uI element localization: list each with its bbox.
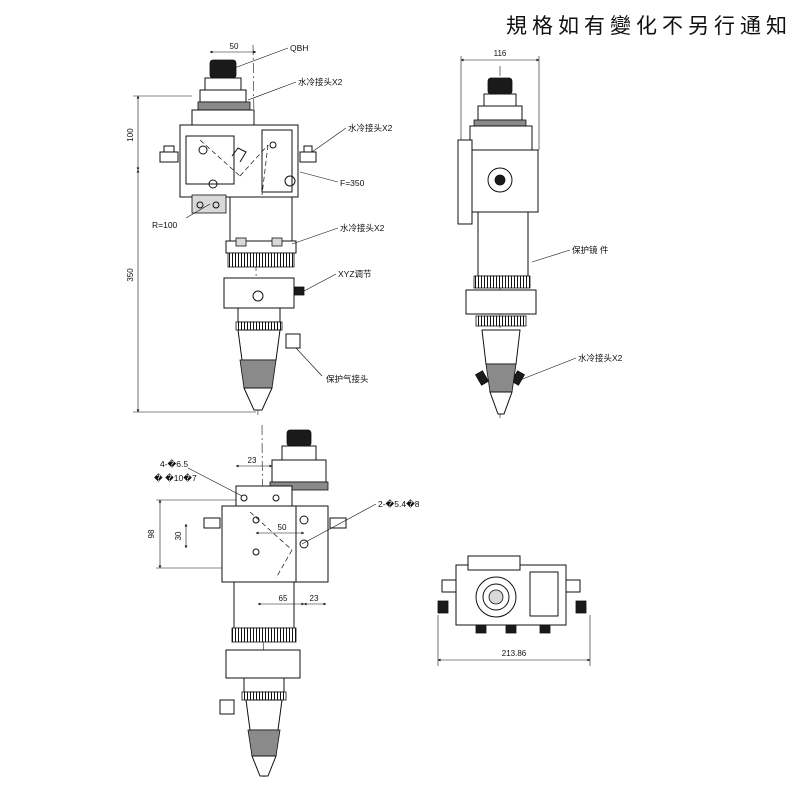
dim-98: 98 [147, 529, 156, 538]
label-water-1: 水冷接头X2 [298, 77, 343, 87]
spec-change-notice: 規格如有變化不另行通知 [506, 14, 792, 38]
dim-50-mount: 50 [278, 523, 287, 532]
label-qbh: QBH [290, 43, 308, 53]
label-radius: R=100 [152, 220, 178, 230]
mount-view: 23 98 30 50 65 23 4-�6.5 � �10�7 2-�5.4�… [147, 424, 420, 781]
bottom-view: 213.86 [437, 555, 591, 666]
dim-30: 30 [174, 531, 183, 540]
label-holes-b: � �10�7 [154, 472, 197, 483]
label-water-3: 水冷接头X2 [340, 223, 385, 233]
label-water-side: 水冷接头X2 [578, 353, 623, 363]
label-gas: 保护气接头 [326, 374, 369, 384]
label-holes-c: 2-�5.4�8 [378, 498, 420, 509]
dim-65: 65 [279, 594, 288, 603]
dim-23-bottom: 23 [310, 594, 319, 603]
label-xyz: XYZ调节 [338, 269, 372, 279]
dim-350: 350 [126, 268, 135, 282]
dim-50: 50 [230, 42, 239, 51]
dim-213-86: 213.86 [502, 649, 527, 658]
dim-23-top: 23 [248, 456, 257, 465]
dim-100: 100 [126, 128, 135, 142]
label-focal: F=350 [340, 178, 365, 188]
dim-116: 116 [494, 49, 507, 58]
label-holes-a: 4-�6.5 [160, 458, 188, 469]
front-view: 50 100 350 QBH 水冷接头X2 水冷接头X2 F=350 R=100… [126, 42, 393, 419]
label-mirror: 保护镜 件 [572, 245, 609, 255]
side-view: 116 保护镜 件 水冷接头X2 [457, 49, 623, 418]
label-water-2: 水冷接头X2 [348, 123, 393, 133]
